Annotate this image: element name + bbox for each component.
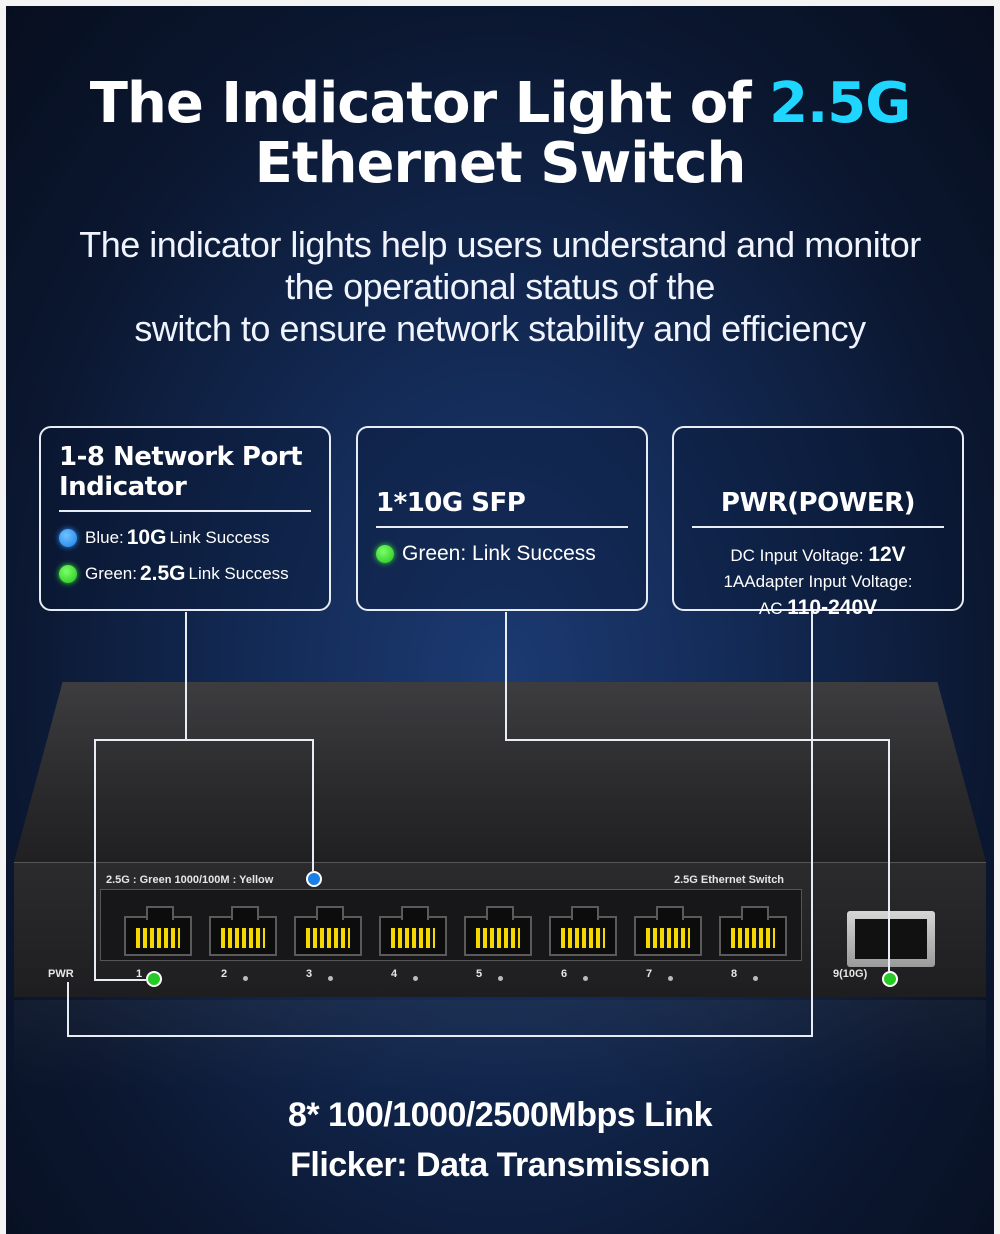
adapter-label: 1AAdapter Input Voltage: bbox=[723, 572, 913, 591]
sfp-port-label: 9(10G) bbox=[833, 968, 868, 980]
port-number: 3 bbox=[306, 968, 313, 980]
green-led-icon bbox=[59, 565, 77, 583]
card-title: PWR(POWER) bbox=[720, 488, 916, 518]
port-number: 7 bbox=[646, 968, 653, 980]
device-model-label: 2.5G Ethernet Switch bbox=[674, 874, 785, 886]
card-title: 1*10G SFP bbox=[376, 488, 526, 518]
footer-line2: Flicker: Data Transmission bbox=[290, 1146, 710, 1184]
port-led bbox=[498, 976, 503, 981]
indicator-row-green: Green: 2.5G Link Success bbox=[59, 562, 311, 586]
subtitle-line: The indicator lights help users understa… bbox=[79, 224, 921, 265]
sfp-indicator-card: 1*10G SFP Green: Link Success bbox=[356, 426, 648, 611]
card-title: 1-8 Network Port Indicator bbox=[59, 442, 303, 502]
ethernet-port bbox=[379, 906, 447, 956]
switch-top-panel bbox=[14, 682, 986, 862]
pwr-label: PWR bbox=[48, 968, 74, 980]
green-led-icon bbox=[376, 545, 394, 563]
ethernet-port bbox=[719, 906, 787, 956]
ethernet-port bbox=[634, 906, 702, 956]
ethernet-port bbox=[549, 906, 617, 956]
title-line1: The Indicator Light of bbox=[89, 71, 770, 136]
row-prefix: Blue: bbox=[85, 528, 124, 547]
dc-voltage: DC Input Voltage: 12V bbox=[692, 542, 944, 569]
ac-value: 110-240V bbox=[787, 596, 878, 619]
divider bbox=[376, 526, 628, 528]
row-text: Green: Link Success bbox=[402, 542, 596, 565]
subtitle-line: the operational status of the bbox=[285, 266, 715, 307]
subtitle: The indicator lights help users understa… bbox=[30, 224, 970, 350]
ethernet-port bbox=[294, 906, 362, 956]
row-suffix: Link Success bbox=[169, 528, 270, 547]
blue-callout-dot bbox=[306, 871, 322, 887]
row-value: 10G bbox=[126, 526, 167, 549]
ethernet-port bbox=[124, 906, 192, 956]
subtitle-line: switch to ensure network stability and e… bbox=[134, 308, 866, 349]
footer-line1: 8* 100/1000/2500Mbps Link bbox=[287, 1096, 713, 1134]
port-number: 6 bbox=[561, 968, 568, 980]
dc-value: 12V bbox=[868, 543, 906, 566]
indicator-row-green: Green: Link Success bbox=[376, 542, 628, 566]
ac-label: AC bbox=[758, 599, 783, 618]
switch-reflection bbox=[14, 1000, 986, 1090]
ethernet-port bbox=[464, 906, 532, 956]
row-suffix: Link Success bbox=[188, 564, 289, 583]
sfp-port bbox=[847, 911, 935, 967]
indicator-row-blue: Blue: 10G Link Success bbox=[59, 526, 311, 550]
port-number: 8 bbox=[731, 968, 738, 980]
page-title: The Indicator Light of 2.5G Ethernet Swi… bbox=[0, 74, 1000, 194]
row-prefix: Green: bbox=[85, 564, 137, 583]
port-led bbox=[753, 976, 758, 981]
row-value: 2.5G bbox=[139, 562, 186, 585]
title-accent: 2.5G bbox=[769, 71, 911, 136]
port-number: 5 bbox=[476, 968, 483, 980]
port-led bbox=[328, 976, 333, 981]
port-number: 4 bbox=[391, 968, 398, 980]
port-number: 2 bbox=[221, 968, 228, 980]
power-indicator-card: PWR(POWER) DC Input Voltage: 12V 1AAdapt… bbox=[672, 426, 964, 619]
title-line2: Ethernet Switch bbox=[254, 131, 747, 196]
blue-led-icon bbox=[59, 529, 77, 547]
port-number: 1 bbox=[136, 968, 143, 980]
port-led bbox=[243, 976, 248, 981]
divider bbox=[692, 526, 944, 528]
port-led bbox=[583, 976, 588, 981]
network-port-indicator-card: 1-8 Network Port Indicator Blue: 10G Lin… bbox=[39, 426, 331, 611]
led-legend-label: 2.5G : Green 1000/100M : Yellow bbox=[106, 874, 274, 886]
port-led bbox=[413, 976, 418, 981]
port-led bbox=[668, 976, 673, 981]
ac-voltage: AC 110-240V bbox=[692, 595, 944, 622]
green-callout-dot-port1 bbox=[146, 971, 162, 987]
green-callout-dot-sfp bbox=[882, 971, 898, 987]
divider bbox=[59, 510, 311, 512]
ethernet-port bbox=[209, 906, 277, 956]
dc-label: DC Input Voltage: bbox=[730, 546, 864, 565]
